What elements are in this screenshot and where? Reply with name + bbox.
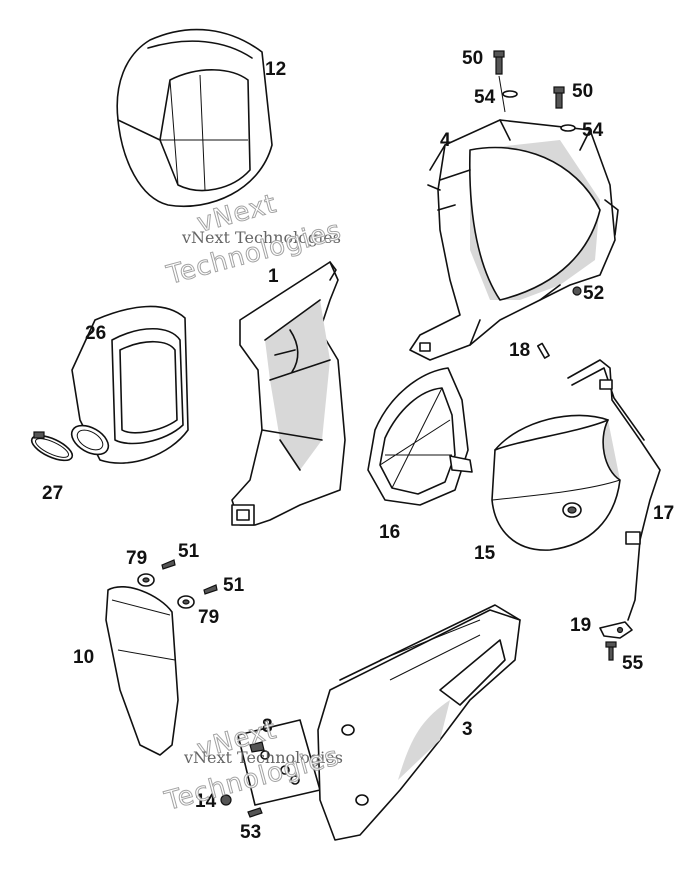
part-26-intake-boot <box>70 305 189 464</box>
callout-79-bottom: 79 <box>198 607 219 628</box>
bolt-50-top-right <box>553 86 565 109</box>
washer-54-right <box>560 124 576 132</box>
washer-54-left <box>502 90 518 98</box>
washer-79-bottom <box>177 595 195 609</box>
part-4-airbox <box>409 119 619 361</box>
callout-51-right: 51 <box>223 575 245 596</box>
part-15-air-filter <box>491 414 621 551</box>
callout-50-top-right: 50 <box>572 81 593 102</box>
screw-51-right <box>203 584 218 595</box>
watermark-bottom: vNext vNext Technologies Technologies <box>161 714 344 817</box>
screw-53 <box>247 807 263 818</box>
part-27-hose-clamp <box>30 431 74 462</box>
part-16-filter-cage <box>367 367 473 506</box>
callout-52: 52 <box>583 283 604 304</box>
callout-55: 55 <box>622 653 644 674</box>
callout-26: 26 <box>85 323 106 344</box>
part-17-retaining-wire <box>567 359 661 621</box>
nut-14 <box>220 794 232 806</box>
screw-55 <box>605 641 617 661</box>
callout-14: 14 <box>195 791 217 812</box>
screw-51-top <box>161 559 176 570</box>
callout-labels: 12 50 54 50 54 4 1 26 27 52 18 17 16 15 … <box>42 48 674 843</box>
watermark-bottom-line: vNext Technologies <box>183 748 343 767</box>
callout-54-left: 54 <box>474 87 496 108</box>
callout-4: 4 <box>440 130 451 151</box>
part-8-bracket <box>237 719 321 806</box>
callout-50-top-left: 50 <box>462 48 483 69</box>
callout-1: 1 <box>268 266 279 287</box>
callout-8: 8 <box>262 716 273 737</box>
callout-16: 16 <box>379 522 400 543</box>
callout-12: 12 <box>265 59 286 80</box>
callout-51-top: 51 <box>178 541 200 562</box>
part-1-frame-bracket <box>231 261 346 526</box>
watermark-top-line: vNext Technologies <box>181 228 341 247</box>
callout-19: 19 <box>570 615 591 636</box>
callout-53: 53 <box>240 822 261 843</box>
callout-15: 15 <box>474 543 496 564</box>
callout-27: 27 <box>42 483 63 504</box>
callout-3: 3 <box>462 719 473 740</box>
part-10-side-panel-left <box>105 585 179 756</box>
callout-18: 18 <box>509 340 530 361</box>
callout-10: 10 <box>73 647 94 668</box>
bolt-50-top-left <box>493 50 506 113</box>
part-19-clip <box>599 621 633 639</box>
callout-79-top: 79 <box>126 548 147 569</box>
part-18-pin <box>536 342 550 359</box>
washer-79-top <box>137 573 155 587</box>
part-3-side-panel-right <box>317 604 521 841</box>
callout-54-right: 54 <box>582 120 604 141</box>
part-12-filter-cover <box>116 28 273 207</box>
callout-17: 17 <box>653 503 674 524</box>
screw-52 <box>572 286 582 296</box>
